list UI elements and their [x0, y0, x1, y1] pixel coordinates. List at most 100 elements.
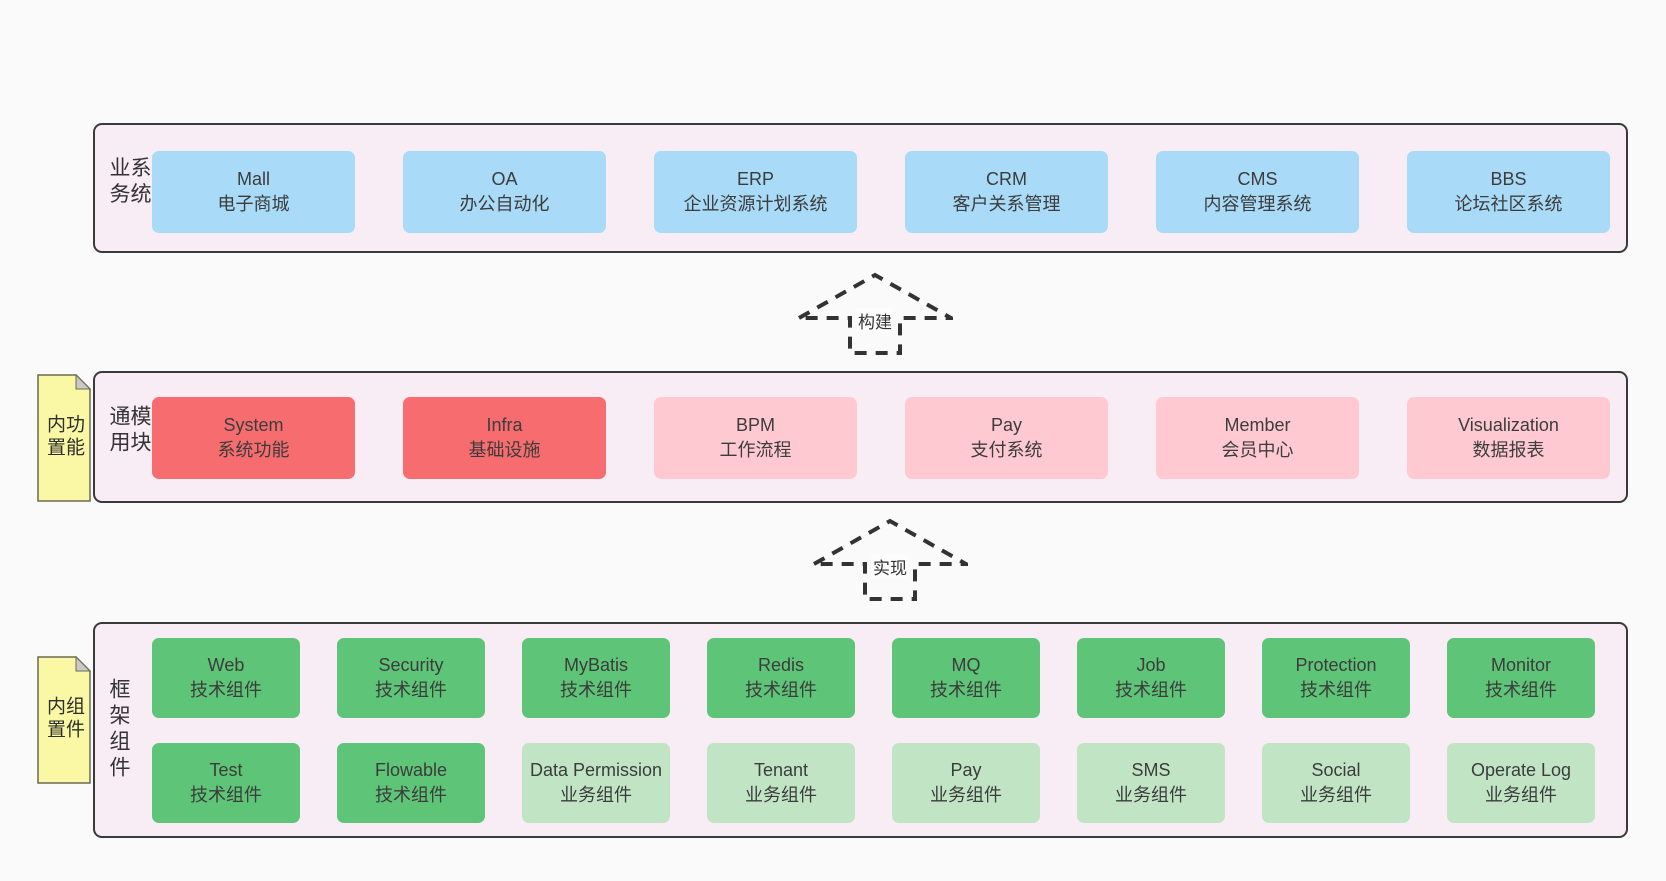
box-subtitle: 技术组件 [1300, 680, 1372, 700]
box-title: Job [1136, 654, 1166, 675]
implement-arrow-label: 实现 [871, 554, 909, 579]
box-mybatis: MyBatis 技术组件 [522, 638, 670, 718]
box-title: CMS [1237, 168, 1278, 189]
box-subtitle: 技术组件 [560, 680, 632, 700]
box-operate-log: Operate Log 业务组件 [1447, 743, 1595, 823]
box-title: ERP [736, 168, 774, 189]
box-redis: Redis 技术组件 [707, 638, 855, 718]
box-monitor: Monitor 技术组件 [1447, 638, 1595, 718]
box-subtitle: 企业资源计划系统 [683, 194, 828, 214]
box-system: System 系统功能 [152, 397, 355, 479]
box-pay-biz: Pay 业务组件 [892, 743, 1040, 823]
box-bbs: BBS 论坛社区系统 [1407, 151, 1610, 233]
box-title: Operate Log [1470, 759, 1572, 780]
box-tenant: Tenant 业务组件 [707, 743, 855, 823]
box-title: MyBatis [563, 654, 628, 675]
box-subtitle: 基础设施 [468, 440, 541, 460]
box-title: Social [1311, 759, 1361, 780]
box-title: SMS [1131, 759, 1171, 780]
sticky-note-icon [37, 656, 91, 784]
sticky-note-icon [37, 374, 91, 502]
dashed-up-arrow-icon [791, 272, 959, 355]
box-subtitle: 系统功能 [217, 440, 290, 460]
box-infra: Infra 基础设施 [403, 397, 606, 479]
box-oa: OA 办公自动化 [403, 151, 606, 233]
box-subtitle: 业务组件 [930, 785, 1002, 805]
box-title: Protection [1295, 654, 1377, 675]
box-title: Security [378, 654, 444, 675]
sticky-text: 内置功能 [44, 413, 84, 460]
panel-business-systems: 业务系统 Mall 电子商城 OA 办公自动化 ERP 企业资源计划系统 CRM… [93, 123, 1628, 253]
box-subtitle: 技术组件 [1115, 680, 1187, 700]
box-test: Test 技术组件 [152, 743, 300, 823]
box-subtitle: 内容管理系统 [1203, 194, 1312, 214]
panel-modules-title: 通用模块 [107, 405, 151, 457]
box-title: BBS [1490, 168, 1527, 189]
box-title: OA [491, 168, 518, 189]
box-title: Monitor [1490, 654, 1552, 675]
build-arrow: 构建 [791, 272, 959, 356]
framework-row-2: Test 技术组件 Flowable 技术组件 Data Permission … [152, 743, 1595, 823]
box-visualization: Visualization 数据报表 [1407, 397, 1610, 479]
box-erp: ERP 企业资源计划系统 [654, 151, 857, 233]
box-subtitle: 技术组件 [375, 680, 447, 700]
box-subtitle: 业务组件 [1485, 785, 1557, 805]
box-title: Pay [990, 414, 1023, 435]
box-bpm: BPM 工作流程 [654, 397, 857, 479]
box-subtitle: 数据报表 [1472, 440, 1545, 460]
box-title: Test [209, 759, 243, 780]
box-subtitle: 业务组件 [745, 785, 817, 805]
box-mall: Mall 电子商城 [152, 151, 355, 233]
panel-business-title: 业务系统 [107, 156, 151, 209]
box-title: Tenant [753, 759, 809, 780]
sticky-built-in-components: 内置组件 [37, 656, 91, 784]
box-title: Pay [950, 759, 982, 780]
box-cms: CMS 内容管理系统 [1156, 151, 1359, 233]
box-mq: MQ 技术组件 [892, 638, 1040, 718]
box-pay: Pay 支付系统 [905, 397, 1108, 479]
panel-framework-title: 框架组件 [107, 678, 130, 782]
box-subtitle: 电子商城 [217, 194, 290, 214]
box-security: Security 技术组件 [337, 638, 485, 718]
build-arrow-label: 构建 [856, 308, 894, 333]
box-subtitle: 技术组件 [190, 785, 262, 805]
box-subtitle: 技术组件 [1485, 680, 1557, 700]
box-web: Web 技术组件 [152, 638, 300, 718]
panel-common-modules: 通用模块 System 系统功能 Infra 基础设施 BPM 工作流程 Pay… [93, 371, 1628, 503]
box-title: Infra [486, 414, 523, 435]
box-title: CRM [986, 168, 1027, 189]
box-title: MQ [951, 654, 981, 675]
box-data-permission: Data Permission 业务组件 [522, 743, 670, 823]
implement-arrow: 实现 [806, 518, 974, 602]
box-subtitle: 办公自动化 [459, 194, 550, 214]
business-box-row: Mall 电子商城 OA 办公自动化 ERP 企业资源计划系统 CRM 客户关系… [152, 151, 1610, 233]
box-subtitle: 支付系统 [970, 440, 1043, 460]
box-member: Member 会员中心 [1156, 397, 1359, 479]
sticky-text: 内置组件 [44, 695, 84, 742]
box-title: BPM [735, 414, 775, 435]
modules-box-row: System 系统功能 Infra 基础设施 BPM 工作流程 Pay 支付系统… [152, 397, 1610, 479]
box-flowable: Flowable 技术组件 [337, 743, 485, 823]
sticky-fold-icon [75, 374, 91, 390]
box-sms: SMS 业务组件 [1077, 743, 1225, 823]
box-subtitle: 技术组件 [930, 680, 1002, 700]
dashed-up-arrow-icon [806, 518, 974, 601]
sticky-fold-icon [75, 656, 91, 672]
box-subtitle: 业务组件 [1115, 785, 1187, 805]
box-title: Web [207, 654, 245, 675]
box-protection: Protection 技术组件 [1262, 638, 1410, 718]
sticky-built-in-features: 内置功能 [37, 374, 91, 502]
box-job: Job 技术组件 [1077, 638, 1225, 718]
box-title: Flowable [374, 759, 448, 780]
box-subtitle: 技术组件 [190, 680, 262, 700]
box-title: Mall [236, 168, 270, 189]
box-title: Data Permission [529, 759, 663, 780]
box-subtitle: 工作流程 [719, 440, 792, 460]
box-subtitle: 客户关系管理 [952, 194, 1061, 214]
box-title: Member [1224, 414, 1291, 435]
box-title: Visualization [1458, 414, 1559, 435]
box-subtitle: 技术组件 [375, 785, 447, 805]
box-subtitle: 会员中心 [1221, 440, 1294, 460]
panel-framework-components: 框架组件 Web 技术组件 Security 技术组件 MyBatis 技术组件… [93, 622, 1628, 838]
